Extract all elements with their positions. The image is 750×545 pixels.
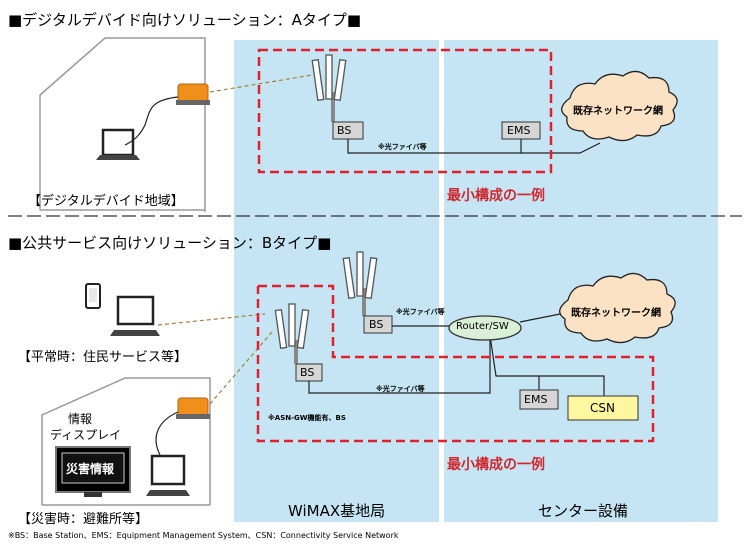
cable-a [124,96,179,146]
bs-box-b-upper [363,315,393,334]
router-to-devices-line [489,335,605,396]
router-switch [448,315,522,341]
cloud-b [559,272,676,344]
section-b-title: ■公共サービス向けソリューション：Bタイプ■ [8,234,332,252]
wireless-link-a [209,73,319,93]
normal-time-label: 【平常時：住民サービス等】 [18,350,188,365]
bs-label-b-lower: BS [300,366,315,379]
column-label-wimax: WiMAX基地局 [288,502,386,520]
wireless-link-b-shelter [209,331,273,405]
phone-icon [85,283,101,309]
cloud-label-b: 既存ネットワーク網 [571,308,661,319]
wireless-link-b-normal [157,313,266,326]
fiber-label-a: ※光ファイバ等 [378,143,427,151]
info-display-label-line2: ディスプレイ [50,428,122,442]
ems-box-b [519,389,559,410]
cloud-a [561,70,678,142]
fiber-label-b-lower: ※光ファイバ等 [376,385,425,393]
area-label-digital-divide: 【デジタルデバイド地域】 [28,194,184,209]
laptop-icon-b-normal [110,295,160,336]
fiber-line-b-lower [308,336,491,394]
antenna-icon-b [176,397,210,419]
column-label-center: センター設備 [538,502,629,520]
disaster-time-label: 【災害時：避難所等】 [18,512,149,527]
laptop-icon-a [96,128,140,160]
footnote: ※BS：Base Station、EMS：Equipment Managemen… [8,531,399,540]
info-display-label-line1: 情報 [68,412,93,426]
bs-label-b-upper: BS [369,318,384,331]
csn-box [567,395,639,421]
fiber-label-b-upper: ※光ファイバ等 [396,308,445,316]
ems-label-b: EMS [524,393,548,406]
asn-gw-note: ※ASN-GW機能有、BS [268,414,346,422]
csn-label: CSN [590,401,615,415]
min-config-box-b [256,284,655,443]
base-station-tower-a [311,54,347,122]
ems-label-a: EMS [507,124,531,137]
cloud-label-a: 既存ネットワーク網 [573,106,663,117]
info-display-screen [55,446,131,497]
bs-label-a: BS [337,124,352,137]
min-config-box-a [257,48,553,174]
laptop-icon-b-shelter [146,454,190,496]
section-a-title: ■デジタルデバイド向けソリューション：Aタイプ■ [8,11,362,29]
min-config-label-a: 最小構成の一例 [447,188,545,204]
min-config-label-b: 最小構成の一例 [447,457,545,473]
router-label: Router/SW [456,321,509,332]
base-station-tower-b-upper [342,251,378,316]
cable-b [155,411,179,456]
disaster-info-text: 災害情報 [66,462,115,476]
cloud-line-a [521,142,601,154]
fiber-line-a [347,139,522,154]
base-station-tower-b-lower [274,303,310,364]
antenna-icon-a [176,83,210,105]
house-outline-a [39,37,206,212]
